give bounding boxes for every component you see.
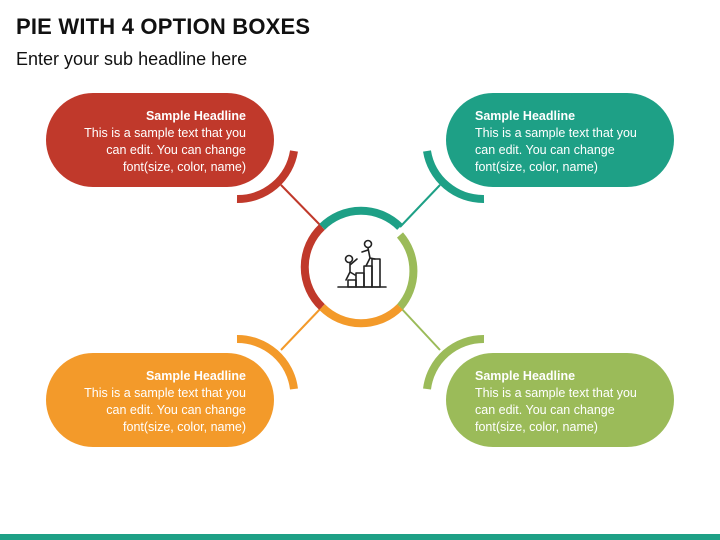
- option-headline: Sample Headline: [145, 369, 246, 383]
- option-headline: Sample Headline: [475, 369, 576, 383]
- connector-line-tr: [399, 184, 441, 228]
- ring-segment-top: [319, 206, 403, 230]
- ring-segment-left: [300, 224, 325, 310]
- option-text-line: font(size, color, name): [123, 420, 246, 434]
- option-headline: Sample Headline: [475, 109, 576, 123]
- option-text-line: font(size, color, name): [475, 160, 598, 174]
- option-text-line: font(size, color, name): [475, 420, 598, 434]
- connector-line-bl: [280, 306, 323, 351]
- option-text-line: can edit. You can change: [475, 143, 615, 157]
- accent-arc-tl: [236, 150, 298, 204]
- connector-line-tl: [280, 184, 323, 228]
- center-circle: [317, 223, 405, 311]
- option-text-line: This is a sample text that you: [84, 386, 246, 400]
- option-text-line: This is a sample text that you: [84, 126, 246, 140]
- people-climbing-stairs-icon: [337, 239, 387, 288]
- connector-line-br: [399, 306, 441, 351]
- accent-arc-bl: [236, 334, 298, 390]
- footer-bar: [0, 534, 720, 540]
- option-text-line: This is a sample text that you: [475, 386, 637, 400]
- option-headline: Sample Headline: [145, 109, 246, 123]
- option-text-line: This is a sample text that you: [475, 126, 637, 140]
- ring-segment-bottom: [319, 304, 403, 328]
- option-text-line: can edit. You can change: [106, 143, 246, 157]
- option-box-top-right[interactable]: Sample Headline This is a sample text th…: [446, 93, 674, 187]
- accent-arc-tr: [423, 150, 485, 204]
- option-box-top-left[interactable]: Sample Headline This is a sample text th…: [46, 93, 274, 187]
- option-text-line: font(size, color, name): [123, 160, 246, 174]
- page-subtitle: Enter your sub headline here: [16, 49, 248, 69]
- option-box-bottom-right[interactable]: Sample Headline This is a sample text th…: [446, 353, 674, 447]
- option-text-line: can edit. You can change: [475, 403, 615, 417]
- option-text-line: can edit. You can change: [106, 403, 246, 417]
- option-box-bottom-left[interactable]: Sample Headline This is a sample text th…: [46, 353, 274, 447]
- page-title: PIE WITH 4 OPTION BOXES: [16, 14, 311, 39]
- ring-segment-right: [396, 232, 418, 310]
- accent-arc-br: [423, 334, 485, 390]
